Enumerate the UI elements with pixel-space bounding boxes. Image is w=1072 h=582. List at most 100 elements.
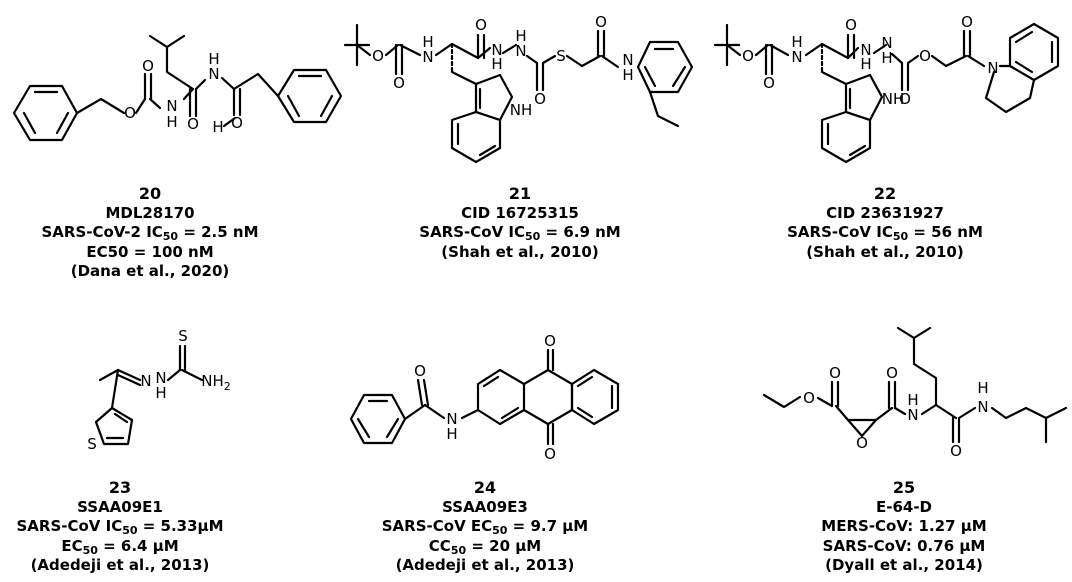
atom-label: S — [178, 327, 188, 345]
atom-label: N — [907, 406, 918, 424]
atom-label: H — [155, 384, 166, 402]
activity-line: EC50 = 6.4 µM — [61, 536, 179, 557]
anthraquinone-ring — [476, 368, 526, 426]
atom-label: O — [829, 364, 841, 382]
indole-ring — [450, 110, 502, 164]
atom-label: H — [907, 391, 918, 409]
activity-line: SARS-CoV-2 IC50 = 2.5 nM — [41, 223, 259, 243]
indole-ring — [844, 73, 884, 122]
compound-name: MDL28170 — [105, 203, 195, 222]
structure-23 — [94, 344, 204, 446]
atom-label: H — [881, 49, 892, 67]
indole-ring — [820, 110, 872, 164]
caption-20: 20 MDL28170 SARS-CoV-2 IC50 = 2.5 nM EC5… — [41, 184, 258, 282]
atom-label: N — [987, 59, 998, 77]
atom-label: O — [187, 115, 199, 133]
atom-label: H — [491, 55, 502, 73]
atom-label: O — [595, 13, 607, 31]
atom-label: O — [742, 47, 754, 65]
atom-label: S — [556, 47, 566, 65]
atom-label: O — [886, 364, 898, 382]
atom-label: N — [977, 398, 988, 416]
atom-label: O — [124, 104, 136, 122]
atom-label: H — [791, 33, 802, 51]
indole-ring — [474, 73, 514, 122]
atom-label: O — [544, 445, 556, 463]
atom-label: H — [622, 66, 633, 84]
compound-number: 25 — [892, 478, 916, 497]
benzene-ring — [276, 68, 343, 124]
atom-label: H — [208, 50, 219, 68]
activity-line: SARS-CoV IC50 = 5.33µM — [16, 517, 224, 537]
reference: (Dyall et al., 2014) — [825, 556, 983, 574]
atom-label: N — [515, 42, 526, 60]
atom-label: O — [414, 362, 426, 380]
compound-number: 24 — [473, 478, 497, 497]
atom-label: O — [393, 74, 405, 92]
activity-line: MERS-CoV: 1.27 µM — [821, 517, 987, 535]
structure-21 — [343, 23, 694, 164]
activity-line: EC50 = 100 nM — [86, 242, 214, 261]
atom-label: O — [544, 332, 556, 350]
atom-label: NH2 — [201, 372, 231, 393]
reference: (Shah et al., 2010) — [441, 242, 599, 261]
atom-label: O — [142, 57, 154, 75]
atom-label: O — [899, 90, 911, 108]
structure-22 — [713, 22, 1060, 164]
compound-number: 23 — [108, 478, 132, 497]
atom-label: N — [622, 51, 633, 69]
atom-label: H — [212, 118, 223, 136]
atom-label: H — [166, 113, 177, 131]
atom-label: NH — [882, 90, 905, 108]
atom-label: N — [155, 369, 166, 387]
activity-line: SARS-CoV: 0.76 µM — [822, 536, 986, 555]
atom-label: N — [881, 34, 892, 52]
atom-label: H — [515, 27, 526, 45]
structure-25 — [762, 326, 1068, 444]
compound-name: SSAA09E3 — [442, 497, 528, 516]
atom-label: N — [860, 41, 871, 59]
atom-label: N — [791, 48, 802, 66]
atom-label: O — [475, 16, 487, 34]
atom-label: N — [140, 372, 151, 390]
atom-label: O — [919, 47, 931, 65]
atom-label: O — [856, 434, 868, 452]
compound-number: 21 — [508, 184, 532, 203]
atom-label: O — [763, 74, 775, 92]
compound-name: CID 23631927 — [826, 203, 944, 222]
compound-number: 20 — [138, 184, 162, 203]
atom-label: N — [446, 410, 457, 428]
activity-line: SARS-CoV EC50 = 9.7 µM — [381, 517, 589, 537]
structure-24 — [349, 348, 620, 446]
atom-label: N — [422, 48, 433, 66]
thiophene-ring — [94, 406, 134, 446]
atom-label: O — [803, 389, 815, 407]
reference: (Shah et al., 2010) — [806, 242, 964, 261]
reference: (Dana et al., 2020) — [70, 262, 230, 280]
quinoline-ring — [1008, 22, 1060, 82]
caption-23: 23 SSAA09E1 SARS-CoV IC50 = 5.33µM EC50 … — [16, 478, 223, 576]
caption-21: 21 CID 16725315 SARS-CoV IC50 = 6.9 nM (… — [419, 184, 620, 262]
atom-label: H — [422, 33, 433, 51]
atom-label: S — [87, 435, 97, 453]
caption-24: 24 SSAA09E3 SARS-CoV EC50 = 9.7 µM CC50 … — [382, 478, 588, 576]
compound-name: E-64-D — [875, 497, 933, 516]
caption-25: 25 E-64-D MERS-CoV: 1.27 µM SARS-CoV: 0.… — [821, 478, 986, 576]
atom-label: O — [372, 47, 384, 65]
epoxide-ring — [846, 418, 878, 438]
structure-20 — [12, 34, 343, 142]
atom-label: H — [977, 379, 988, 397]
compound-number: 22 — [873, 184, 897, 203]
atom-label: O — [961, 13, 973, 31]
atom-label: O — [845, 16, 857, 34]
benzene-ring — [570, 368, 620, 426]
atom-label: H — [860, 55, 871, 73]
atom-label: O — [231, 114, 243, 132]
reference: (Adedeji et al., 2013) — [395, 556, 575, 574]
atom-label: O — [950, 442, 962, 460]
activity-line: SARS-CoV IC50 = 6.9 nM — [419, 223, 621, 243]
atom-label: N — [208, 65, 219, 83]
atom-label: N — [166, 97, 177, 115]
activity-line: SARS-CoV IC50 = 56 nM — [787, 223, 983, 243]
